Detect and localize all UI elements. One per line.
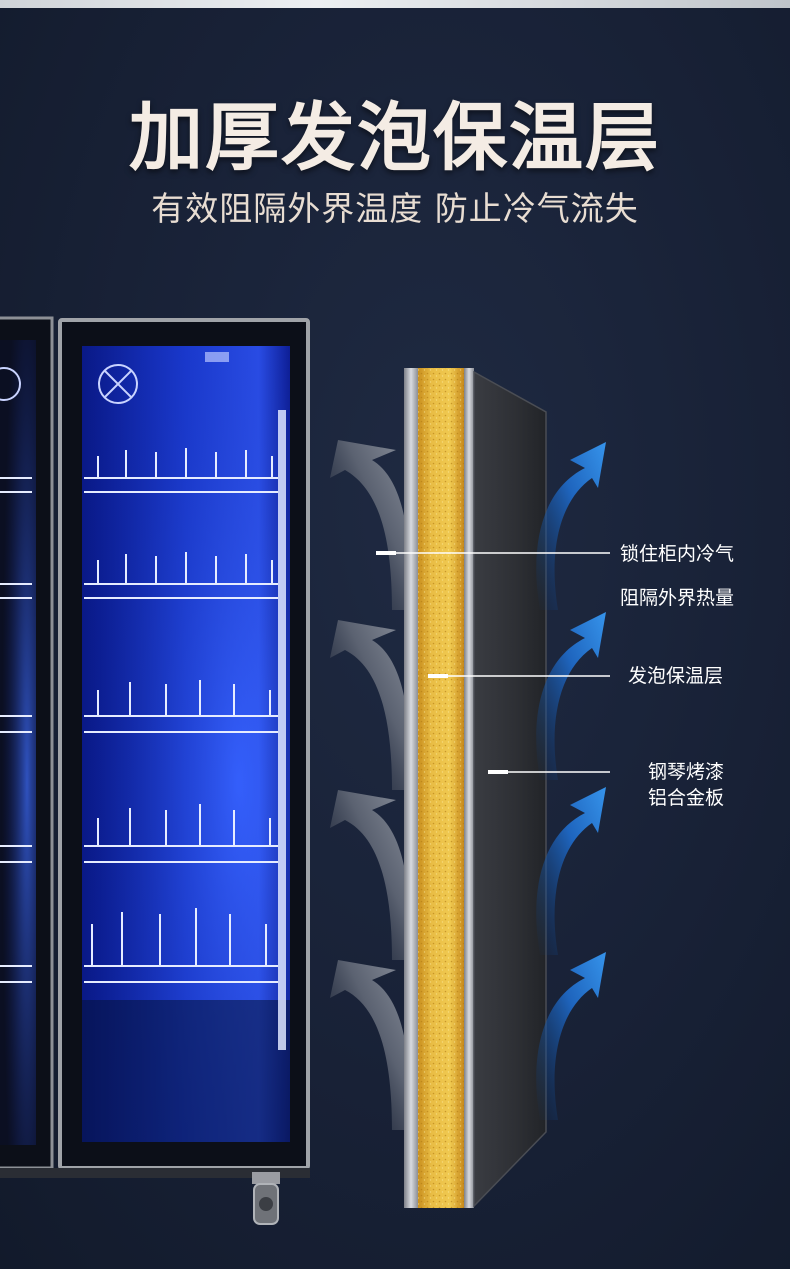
grey-arrow-icon: [330, 620, 411, 790]
top-strip: [0, 0, 790, 8]
led-light-strip: [278, 410, 286, 1050]
shelf: [84, 908, 278, 983]
shelf: [84, 448, 278, 493]
callout-block-heat: 阻隔外界热量: [620, 587, 735, 609]
fan-icon: [98, 364, 138, 404]
callout-lock-cold: 锁住柜内冷气: [620, 543, 735, 565]
grey-arrow-icon: [330, 790, 411, 960]
callout-aluminum-panel: 铝合金板: [648, 787, 725, 809]
left-shelves: [0, 477, 32, 983]
cabinet: [0, 316, 310, 1225]
cold-air-arrows: [536, 442, 606, 1120]
callout-lines: [376, 551, 610, 774]
shelf: [84, 552, 278, 599]
blue-arrow-icon: [536, 612, 606, 780]
blue-arrow-icon: [536, 442, 606, 610]
temperature-display: [205, 352, 229, 362]
callout-marker: [376, 551, 396, 555]
inner-steel-liner: [404, 368, 418, 1208]
left-door-glass: [0, 340, 36, 1145]
outer-aluminum-panel: [473, 370, 547, 1208]
callout-piano-paint: 钢琴烤漆: [648, 761, 725, 783]
callout-foam-layer: 发泡保温层: [628, 665, 724, 687]
foam-texture: [418, 368, 464, 1208]
shelves: [84, 448, 278, 983]
page-subtitle: 有效阻隔外界温度 防止冷气流失: [151, 189, 639, 228]
page-title: 加厚发泡保温层: [129, 95, 661, 181]
grey-arrow-icon: [330, 440, 411, 610]
fan-icon-left: [0, 367, 21, 401]
shelf: [84, 680, 278, 733]
caster-wheel: [252, 1172, 280, 1225]
outside-heat-arrows: [330, 440, 411, 1130]
glass-bottom-shade: [82, 1000, 290, 1142]
shelf: [84, 804, 278, 863]
grey-arrow-icon: [330, 960, 411, 1130]
blue-arrow-icon: [536, 952, 606, 1120]
wall-cross-section: [404, 368, 547, 1208]
callout-marker: [488, 770, 508, 774]
callout-marker: [428, 674, 448, 678]
cabinet-base: [0, 1168, 310, 1178]
blue-arrow-icon: [536, 787, 606, 955]
foam-edge: [464, 368, 474, 1208]
